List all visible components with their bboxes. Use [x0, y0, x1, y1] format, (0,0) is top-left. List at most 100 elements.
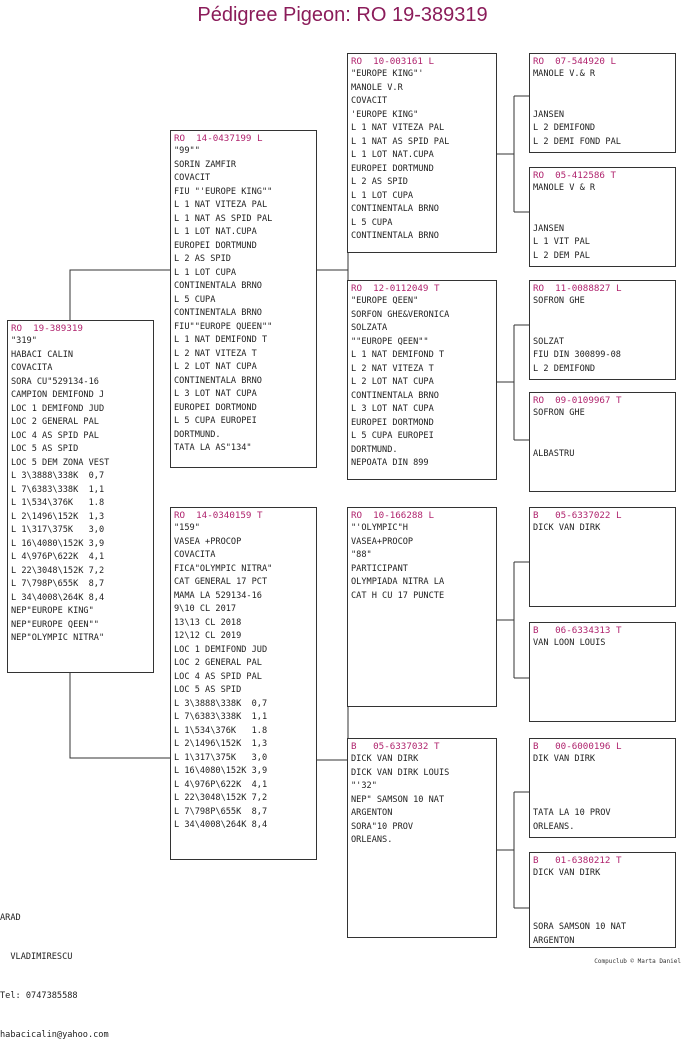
pedigree-line: SORA SAMSON 10 NAT: [533, 922, 627, 932]
pedigree-line: MANOLE V.R: [351, 82, 403, 93]
contact-city: ARAD: [0, 913, 21, 923]
pedigree-line: L 1 VIT PAL: [533, 237, 590, 247]
pedigree-line: ARGENTON: [533, 935, 575, 946]
pigeon-card-mmm: B 01-6380212 T DICK VAN DIRK SORA SAMSON 1…: [529, 852, 676, 948]
pedigree-line: 'EUROPE KING": [351, 109, 419, 120]
ring-number: B 00-6000196 L: [533, 741, 622, 752]
page-title: Pédigree Pigeon: RO 19-389319: [197, 4, 488, 26]
pedigree-line: NEP" SAMSON 10 NAT: [351, 794, 445, 805]
pedigree-line: CAT GENERAL 17 PCT: [174, 577, 268, 587]
pedigree-line: L 34\4008\264K 8,4: [11, 592, 105, 603]
pedigree-line: L 7\798P\655K 8,7: [174, 806, 268, 817]
pedigree-line: L 1\534\376K 1.8: [11, 498, 105, 508]
pedigree-line: CONTINENTALA BRNO: [174, 375, 262, 386]
pedigree-line: COVACITA: [11, 363, 53, 373]
ring-number: B 05-6337022 L: [533, 510, 622, 521]
pedigree-line: FIU DIN 300899-08: [533, 350, 621, 360]
ring-number: RO 10-166288 L: [351, 510, 434, 521]
pedigree-line: "'OLYMPIC"H: [351, 523, 408, 533]
pedigree-line: L 7\798P\655K 8,7: [11, 579, 105, 589]
ring-number: RO 10-003161 L: [351, 56, 434, 67]
pedigree-line: [533, 434, 675, 448]
pedigree-line: SORA"10 PROV: [351, 821, 414, 832]
pedigree-line: L 2 NAT VITEZA T: [174, 348, 257, 359]
pedigree-line: SOLZAT: [533, 336, 565, 347]
contact-locality: VLADIMIRESCU: [0, 952, 73, 962]
pedigree-line: L 2 NAT VITEZA T: [351, 363, 434, 374]
pedigree-line: L 1 LOT NAT.CUPA: [174, 227, 257, 237]
pedigree-line: EUROPEI DORTMOND: [351, 417, 434, 428]
pedigree-line: "319": [11, 336, 37, 346]
pedigree-line: "99"": [174, 146, 200, 156]
pedigree-line: DICK VAN DIRK: [351, 754, 419, 764]
pedigree-line: CONTINENTALA BRNO: [351, 390, 439, 401]
pedigree-line: 13\13 CL 2018: [174, 617, 242, 628]
pedigree-line: CONTINENTALA BRNO: [174, 281, 262, 291]
pedigree-line: L 2 AS SPID: [174, 254, 231, 264]
ring-number: B 01-6380212 T: [533, 855, 622, 866]
pedigree-line: LOC 1 DEMIFOND JUD: [11, 403, 105, 414]
pedigree-line: L 2 DEMIFOND: [533, 363, 596, 374]
pedigree-line: JANSEN: [533, 223, 565, 234]
ring-number: RO 09-0109967 T: [533, 395, 622, 406]
pedigree-line: L 22\3048\152K 7,2: [174, 793, 268, 803]
pedigree-line: DIK VAN DIRK: [533, 754, 596, 764]
breeder-contact: ARAD VLADIMIRESCU Tel: 0747385588 habaci…: [0, 886, 109, 1055]
pedigree-line: NEP"OLYMPIC NITRA": [11, 633, 105, 643]
connector-subject-mother: [69, 672, 172, 759]
pedigree-line: [533, 209, 675, 223]
pedigree-line: NEP"EUROPE QEEN"": [11, 619, 99, 630]
pedigree-line: [533, 767, 675, 781]
pedigree-line: LOC 4 AS SPID PAL: [174, 671, 262, 682]
connector-subject-father: [69, 269, 172, 320]
pedigree-line: SOFRON GHE: [533, 408, 585, 418]
pedigree-line: "EUROPE KING"': [351, 69, 424, 79]
pedigree-line: VASEA+PROCOP: [351, 536, 414, 547]
pedigree-line: L 16\4080\152K 3,9: [174, 766, 268, 776]
pedigree-line: "159": [174, 523, 200, 533]
pedigree-line: CAT H CU 17 PUNCTE: [351, 590, 445, 601]
pedigree-line: DICK VAN DIRK: [533, 868, 601, 878]
pedigree-line: L 16\4080\152K 3,9: [11, 538, 105, 549]
pedigree-line: L 3\3888\338K 0,7: [174, 698, 268, 709]
pedigree-line: FICA"OLYMPIC NITRA": [174, 563, 273, 574]
pedigree-line: EUROPEI DORTMUND: [351, 163, 434, 174]
ring-number: RO 14-0437199 L: [174, 133, 263, 144]
pedigree-line: SORFON GHE&VERONICA: [351, 309, 450, 320]
pedigree-line: L 7\6383\338K 1,1: [11, 484, 105, 495]
pedigree-line: L 1 NAT DEMIFOND T: [174, 335, 268, 345]
pedigree-line: VASEA +PROCOP: [174, 536, 242, 547]
pedigree-line: L 1 LOT CUPA: [174, 267, 237, 278]
software-credit: Compuclub © Marta Daniel: [594, 958, 681, 965]
pedigree-line: HABACI CALIN: [11, 349, 74, 360]
pedigree-line: L 2 LOT NAT CUPA: [174, 362, 257, 372]
pedigree-line: LOC 4 AS SPID PAL: [11, 430, 99, 441]
pedigree-line: "88": [351, 550, 372, 560]
pedigree-line: [533, 881, 675, 895]
pedigree-line: MANOLE V.& R: [533, 69, 596, 79]
pigeon-card-mf: RO 10-166288 L "'OLYMPIC"H VASEA+PROCOP "88…: [347, 507, 497, 707]
pedigree-line: L 3 LOT NAT CUPA: [174, 389, 257, 399]
pedigree-line: FIU "'EUROPE KING"": [174, 186, 273, 197]
pedigree-line: VAN LOON LOUIS: [533, 638, 606, 648]
pedigree-line: LOC 1 DEMIFOND JUD: [174, 644, 268, 655]
pedigree-line: DORTMUND.: [351, 444, 398, 455]
pedigree-line: L 1 NAT VITEZA PAL: [174, 200, 268, 210]
pedigree-line: SORA CU"529134-16: [11, 376, 99, 387]
pedigree-line: "EUROPE QEEN": [351, 296, 419, 306]
contact-email: habacicalin@yahoo.com: [0, 1030, 109, 1040]
pedigree-line: L 3 LOT NAT CUPA: [351, 404, 434, 414]
pedigree-line: L 2 DEMI FOND PAL: [533, 136, 621, 147]
pedigree-line: 9\10 CL 2017: [174, 604, 237, 614]
ring-number: B 05-6337032 T: [351, 741, 440, 752]
pedigree-line: L 5 CUPA: [174, 294, 216, 305]
pedigree-line: L 2 LOT NAT CUPA: [351, 377, 434, 387]
pedigree-line: L 4\976P\622K 4,1: [174, 779, 268, 790]
pedigree-line: "'32": [351, 781, 377, 791]
pedigree-line: ORLEANS.: [533, 821, 575, 832]
